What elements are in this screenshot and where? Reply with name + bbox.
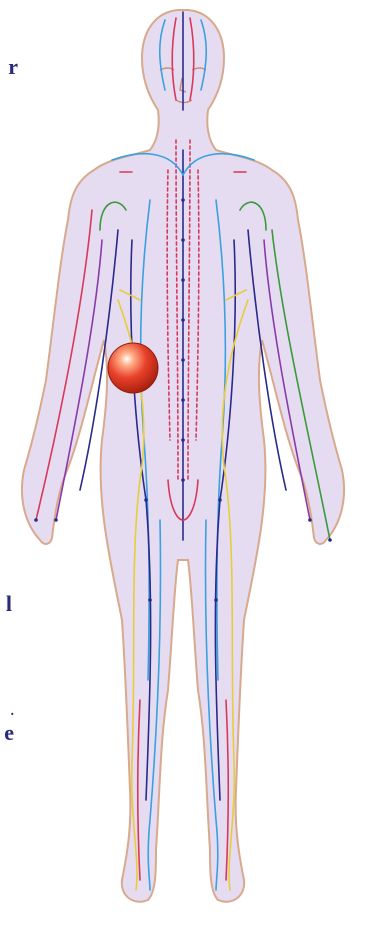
marker-ball[interactable] xyxy=(108,343,158,393)
